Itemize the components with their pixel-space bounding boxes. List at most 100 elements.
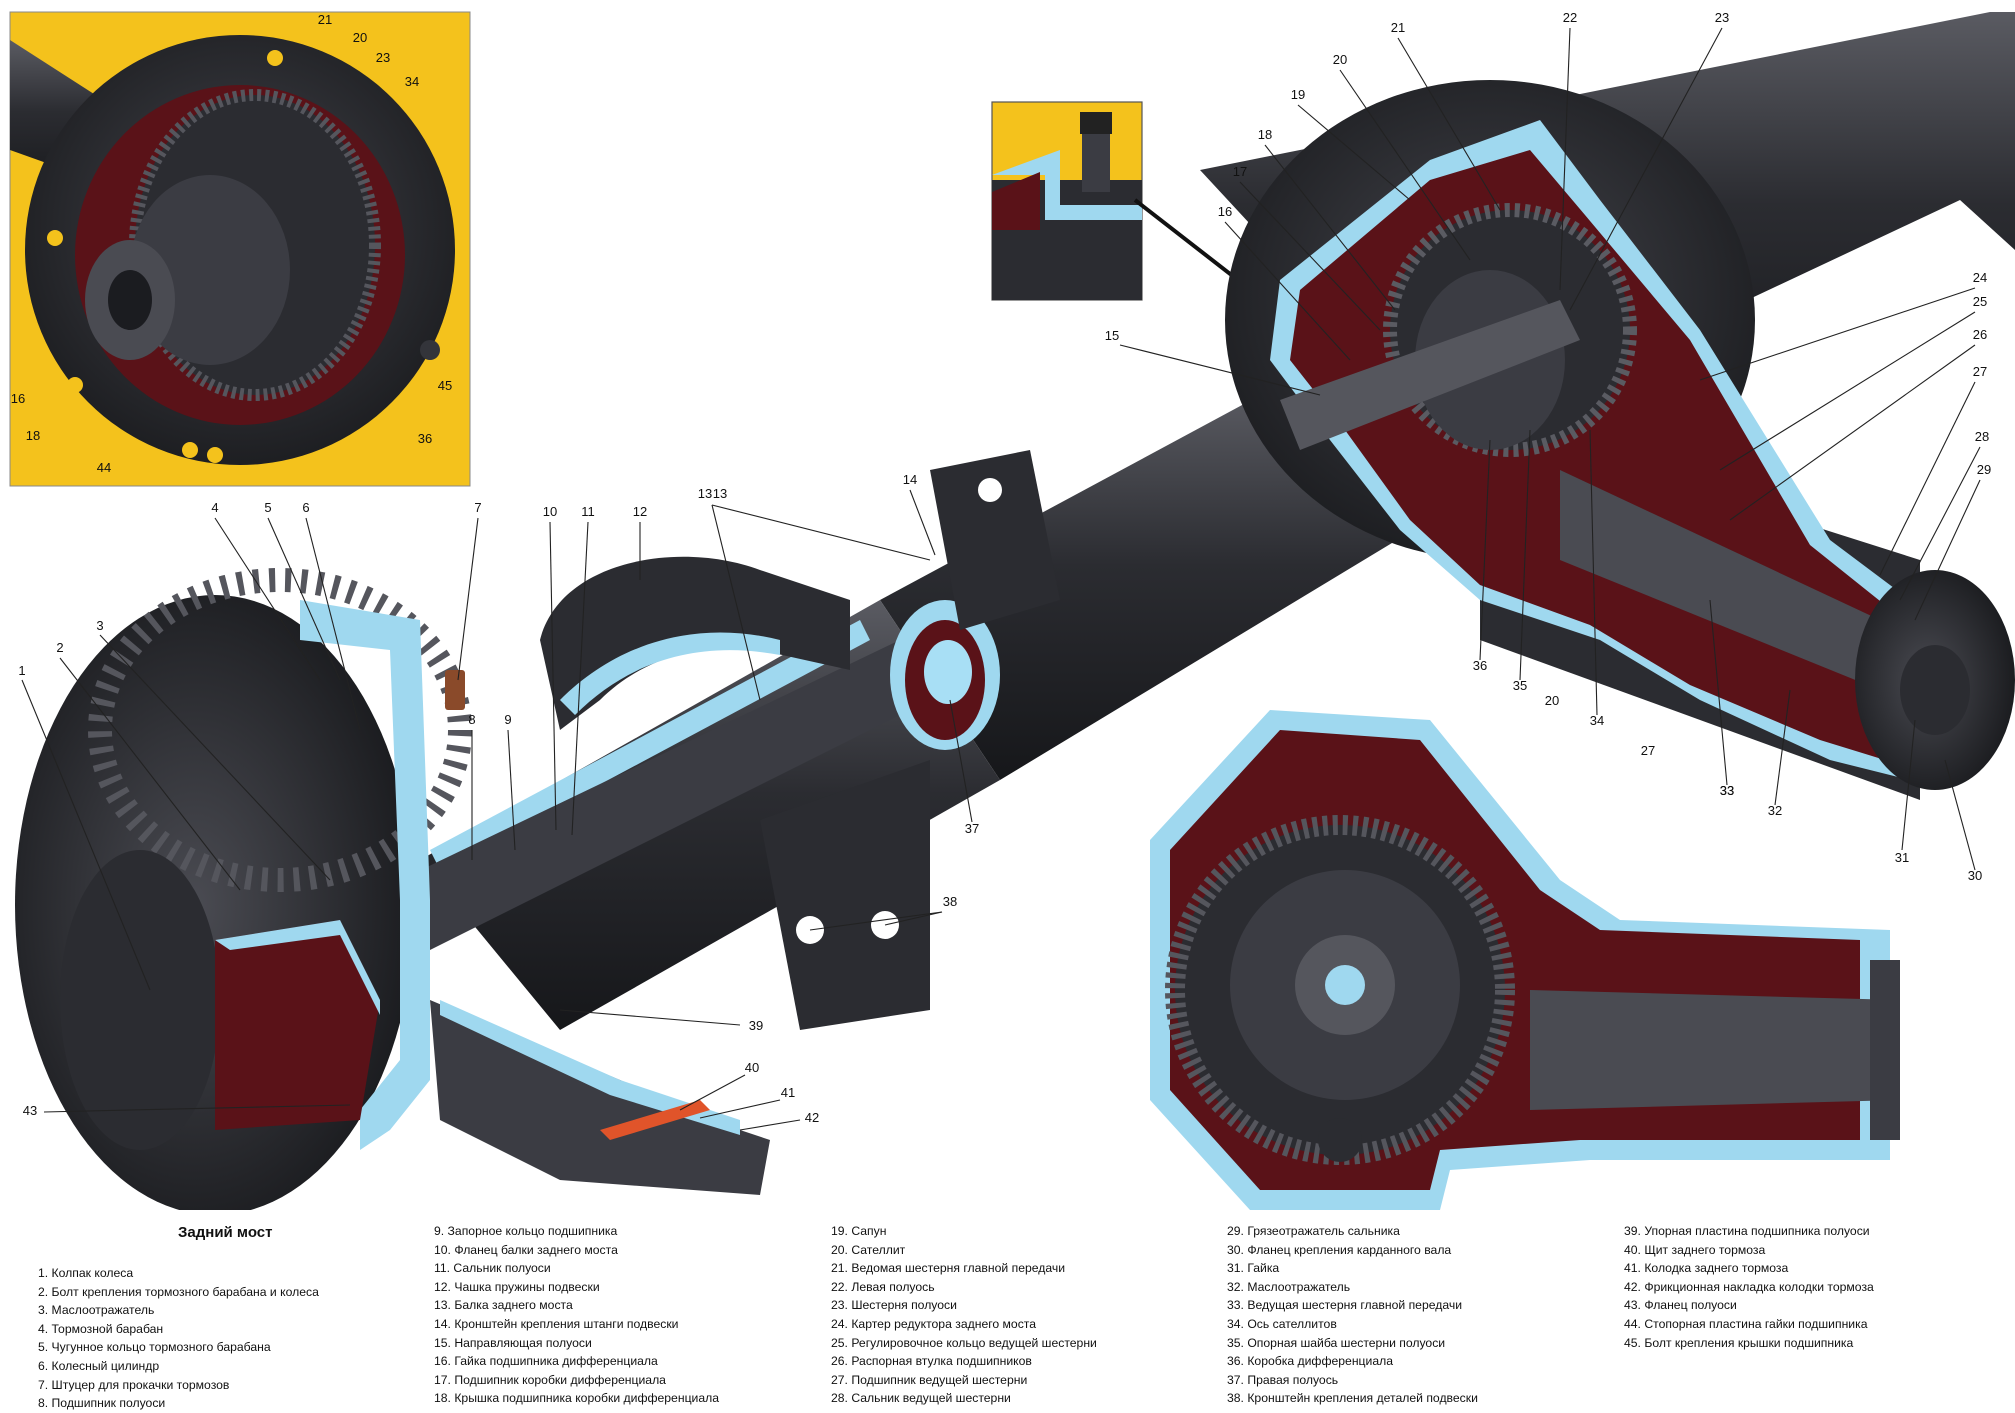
- legend-item: 20. Сателлит: [831, 1242, 906, 1257]
- callout-13: 13: [698, 486, 712, 501]
- callout-33: 33: [1720, 783, 1734, 798]
- legend-item: 22. Левая полуось: [831, 1279, 935, 1294]
- callout-24: 24: [1973, 270, 1987, 285]
- legend-item: 32. Маслоотражатель: [1227, 1279, 1351, 1294]
- callout-13: 13: [713, 486, 727, 501]
- leader-26: [1729, 344, 1976, 521]
- leader-38b: [884, 911, 943, 926]
- legend-item: 41. Колодка заднего тормоза: [1624, 1261, 1789, 1276]
- legend-item: 15. Направляющая полуоси: [434, 1335, 592, 1350]
- leader-43: [43, 1104, 351, 1113]
- callout-42: 42: [805, 1110, 819, 1125]
- leader-6: [305, 517, 361, 731]
- brake-drum-ribs: [88, 568, 472, 892]
- leader-41: [699, 1099, 781, 1119]
- callout-23: 23: [1715, 10, 1729, 25]
- callout-12: 12: [633, 504, 647, 519]
- callout-16: 16: [11, 391, 25, 406]
- section-drain-plug: [1318, 1118, 1362, 1162]
- differential-section-view: [1150, 710, 1900, 1210]
- leader-5: [267, 517, 341, 681]
- legend-item: 12. Чашка пружины подвески: [434, 1279, 600, 1294]
- wheel-cap: [60, 850, 220, 1150]
- callout-20: 20: [1333, 52, 1347, 67]
- callout-4: 4: [211, 500, 218, 515]
- bleed-nipple: [445, 670, 465, 710]
- callout-25: 25: [1973, 294, 1987, 309]
- legend-item: 3. Маслоотражатель: [38, 1303, 155, 1318]
- wheel-hub-interior: [215, 920, 380, 1130]
- leader-18: [1264, 144, 1396, 311]
- leader-1: [21, 679, 151, 991]
- leader-33: [1709, 599, 1728, 786]
- leader-30: [1944, 759, 1976, 871]
- callout-9: 9: [504, 712, 511, 727]
- inset-bolt-hole: [182, 442, 198, 458]
- legend-item: 9. Запорное кольцо подшипника: [434, 1224, 618, 1238]
- leader-27: [1879, 381, 1976, 576]
- leader-9: [507, 729, 516, 851]
- inset-bearing-core: [108, 270, 152, 330]
- inset-bolt-hole: [67, 377, 83, 393]
- legend-item: 2. Болт крепления тормозного барабана и …: [38, 1284, 319, 1299]
- leader-10: [549, 521, 557, 831]
- legend-item: 23. Шестерня полуоси: [831, 1298, 957, 1313]
- legend-item: 35. Опорная шайба шестерни полуоси: [1227, 1335, 1446, 1350]
- callout-16: 16: [1218, 204, 1232, 219]
- legend-item: 19. Сапун: [831, 1224, 887, 1238]
- leader-3: [99, 634, 331, 881]
- inset-differential-detail: [9, 11, 471, 487]
- section-shaft-bore: [1325, 965, 1365, 1005]
- callout-27: 27: [1973, 364, 1987, 379]
- callout-8: 8: [468, 712, 475, 727]
- friction-lining: [600, 1100, 710, 1140]
- legend-item: 1. Колпак колеса: [38, 1266, 134, 1280]
- leader-17: [1239, 181, 1381, 331]
- callout-33: 33: [1720, 783, 1734, 798]
- legend-item: 11. Сальник полуоси: [434, 1261, 551, 1276]
- rod-bracket-hole: [978, 478, 1002, 502]
- legend-item: 38. Кронштейн крепления деталей подвески: [1227, 1391, 1478, 1406]
- leader-14: [909, 489, 936, 556]
- legend-item: 14. Кронштейн крепления штанги подвески: [434, 1316, 679, 1331]
- brake-shield-cutaway: [440, 1000, 740, 1135]
- callout-17: 17: [1233, 164, 1247, 179]
- legend-item: 17. Подшипник коробки дифференциала: [434, 1372, 666, 1387]
- legend-item: 6. Колесный цилиндр: [38, 1358, 160, 1373]
- callout-45: 45: [438, 378, 452, 393]
- callout-leaders: [21, 27, 1981, 1131]
- callout-36: 36: [418, 431, 432, 446]
- legend-title: Задний мост: [178, 1224, 273, 1241]
- legend-item: 31. Гайка: [1227, 1261, 1280, 1276]
- breather-inset-interior: [992, 172, 1040, 230]
- legend-item: 24. Картер редуктора заднего моста: [831, 1316, 1037, 1331]
- leader-31: [1901, 719, 1916, 851]
- callout-19: 19: [1291, 87, 1305, 102]
- inset-bolt-hole: [47, 230, 63, 246]
- rod-bracket: [930, 450, 1060, 630]
- leader-38a: [809, 911, 943, 931]
- callout-26: 26: [1973, 327, 1987, 342]
- legend-item: 21. Ведомая шестерня главной передачи: [831, 1261, 1066, 1276]
- right-axle-shaft-end: [924, 640, 972, 704]
- inset-bolt-hole: [267, 50, 283, 66]
- leader-40: [679, 1074, 746, 1111]
- legend-item: 5. Чугунное кольцо тормозного барабана: [38, 1340, 271, 1355]
- callout-7: 7: [474, 500, 481, 515]
- legend-item: 40. Щит заднего тормоза: [1624, 1242, 1766, 1257]
- callout-27: 27: [1641, 743, 1655, 758]
- leader-29: [1914, 479, 1981, 621]
- legend-column-3: 19. Сапун 20. Сателлит 21. Ведомая шестерн…: [831, 1222, 1097, 1408]
- leader-22: [1559, 27, 1571, 291]
- leader-13b: [711, 504, 931, 561]
- callout-6: 6: [302, 500, 309, 515]
- callout-39: 39: [749, 1018, 763, 1033]
- legend-item: 7. Штуцер для прокачки тормозов: [38, 1377, 230, 1392]
- leader-20: [1339, 69, 1471, 261]
- leader-37: [949, 699, 973, 823]
- legend-item: 30. Фланец крепления карданного вала: [1227, 1242, 1452, 1257]
- callout-41: 41: [781, 1085, 795, 1100]
- leader-7: [457, 517, 479, 681]
- left-axle-shaft: [1280, 300, 1580, 450]
